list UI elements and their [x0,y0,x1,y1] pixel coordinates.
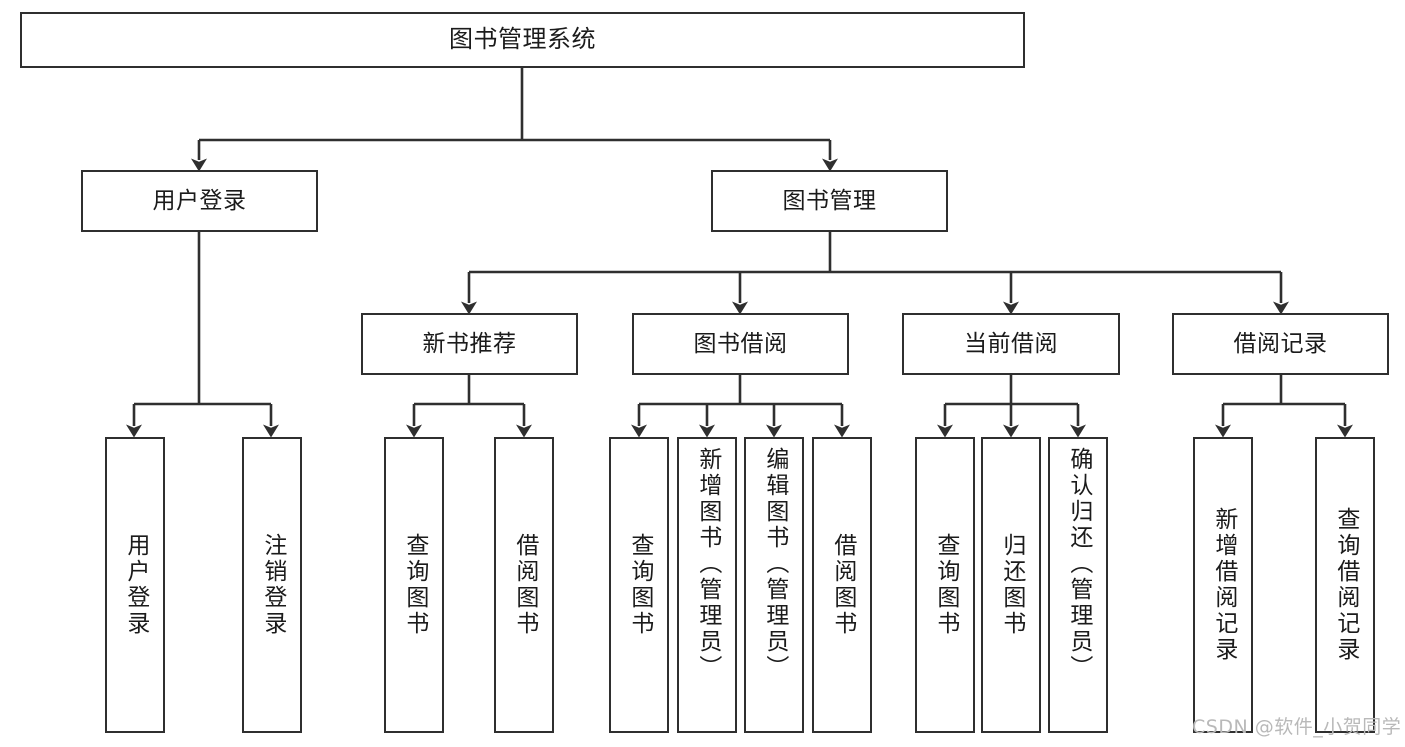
leaf-borrow-edit-book-admin[interactable]: 编辑图书（管理员） [744,437,804,733]
node-label: 借阅图书 [511,533,538,637]
leaf-current-return-books[interactable]: 归还图书 [981,437,1041,733]
node-current-borrowing[interactable]: 当前借阅 [902,313,1120,375]
node-label: 新增图书（管理员） [694,447,721,681]
node-label: 图书管理系统 [449,25,596,54]
node-borrow-records[interactable]: 借阅记录 [1172,313,1389,375]
leaf-records-query-record[interactable]: 查询借阅记录 [1315,437,1375,733]
node-label: 查询图书 [932,533,959,637]
node-label: 编辑图书（管理员） [761,447,788,681]
leaf-borrow-query-books[interactable]: 查询图书 [609,437,669,733]
node-new-book-recommendation[interactable]: 新书推荐 [361,313,578,375]
node-label: 查询图书 [401,533,428,637]
node-label: 用户登录 [152,187,247,214]
node-label: 查询图书 [626,533,653,637]
leaf-user-login-logout[interactable]: 注销登录 [242,437,302,733]
node-book-management[interactable]: 图书管理 [711,170,948,232]
node-label: 借阅图书 [829,533,856,637]
node-label: 用户登录 [122,533,149,637]
node-label: 确认归还（管理员） [1065,447,1092,681]
leaf-new-book-borrow-books[interactable]: 借阅图书 [494,437,554,733]
node-user-login[interactable]: 用户登录 [81,170,318,232]
leaf-user-login-login[interactable]: 用户登录 [105,437,165,733]
leaf-new-book-query-books[interactable]: 查询图书 [384,437,444,733]
node-book-borrowing[interactable]: 图书借阅 [632,313,849,375]
node-label: 图书借阅 [693,330,788,357]
leaf-records-add-record[interactable]: 新增借阅记录 [1193,437,1253,733]
node-label: 借阅记录 [1233,330,1328,357]
node-label: 查询借阅记录 [1332,507,1359,663]
leaf-current-query-books[interactable]: 查询图书 [915,437,975,733]
node-label: 新书推荐 [422,330,517,357]
node-label: 图书管理 [782,187,877,214]
leaf-borrow-add-book-admin[interactable]: 新增图书（管理员） [677,437,737,733]
node-label: 新增借阅记录 [1210,507,1237,663]
watermark-text: CSDN @软件_小贺同学 [1192,716,1402,738]
node-label: 当前借阅 [964,330,1058,357]
node-root-book-management-system[interactable]: 图书管理系统 [20,12,1025,68]
node-label: 归还图书 [998,533,1025,637]
node-label: 注销登录 [259,533,286,637]
leaf-borrow-borrow-books[interactable]: 借阅图书 [812,437,872,733]
leaf-current-confirm-return-admin[interactable]: 确认归还（管理员） [1048,437,1108,733]
